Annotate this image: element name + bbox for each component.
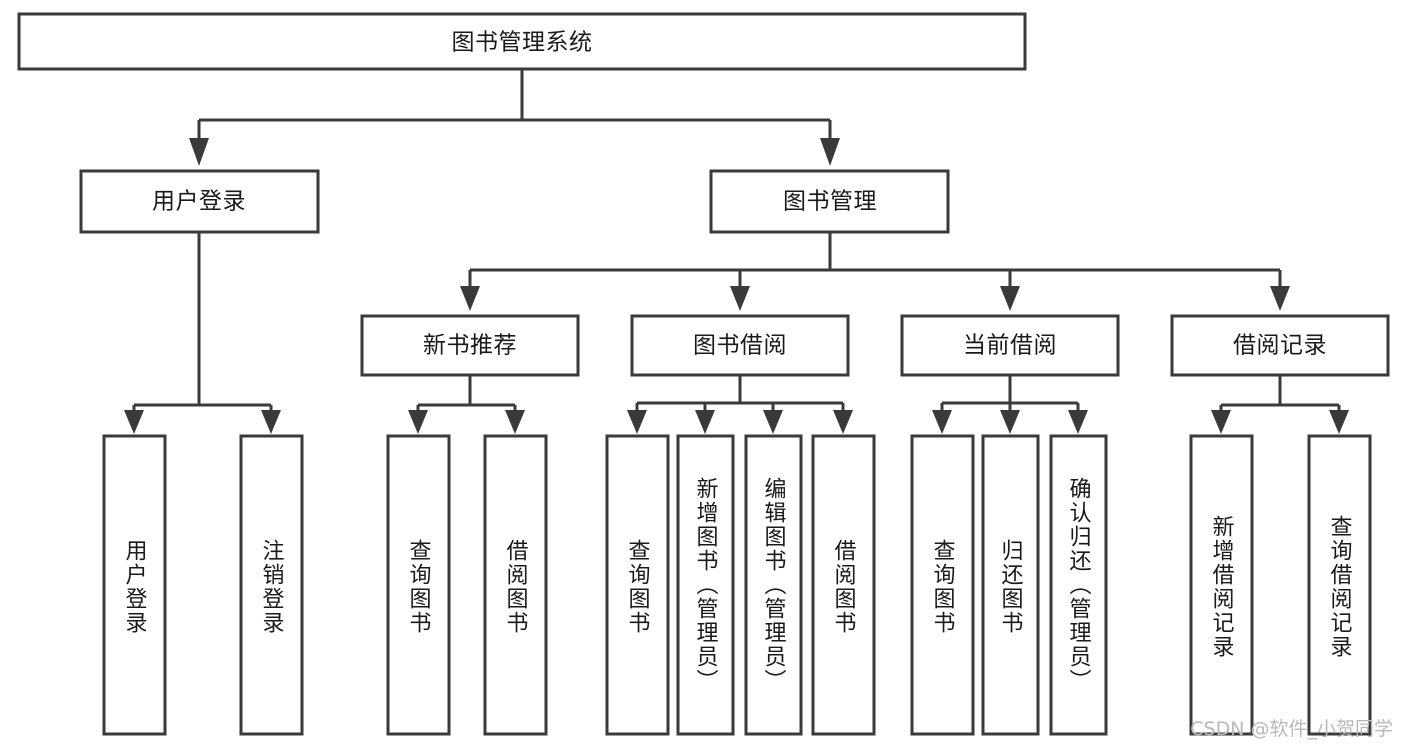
- leaf-br-query-record-label: 查询借阅记录: [1327, 515, 1353, 659]
- connector-group-book-manage: [460, 232, 1290, 311]
- node-new-book-recommend-box[interactable]: [360, 314, 580, 377]
- node-borrow-record-label: 借阅记录: [1233, 333, 1327, 359]
- arrow-head-leaf-bb-4: [833, 410, 853, 434]
- node-book-manage[interactable]: 图书管理: [709, 169, 950, 234]
- node-current-borrow[interactable]: 当前借阅: [900, 314, 1120, 377]
- arrow-head-user-login: [189, 138, 209, 166]
- leaf-node[interactable]: 查询图书: [910, 434, 975, 736]
- connector-group-new-book: [408, 375, 525, 434]
- node-root-label: 图书管理系统: [452, 30, 593, 56]
- leaf-node[interactable]: 确认归还（管理员）: [1049, 434, 1108, 736]
- leaf-br-add-record-label: 新增借阅记录: [1209, 515, 1235, 659]
- connector-group-current-borrow: [932, 375, 1088, 434]
- node-user-login-box[interactable]: [79, 169, 320, 234]
- leaf-node[interactable]: 借阅图书: [811, 434, 876, 736]
- node-book-manage-label: 图书管理: [783, 189, 877, 215]
- leaf-node[interactable]: 查询借阅记录: [1307, 434, 1372, 736]
- leaf-node[interactable]: 新增图书（管理员）: [676, 434, 735, 736]
- leaf-node[interactable]: 归还图书: [981, 434, 1040, 736]
- node-user-login-label: 用户登录: [152, 189, 246, 215]
- arrow-head-current-borrow: [1000, 286, 1020, 311]
- node-book-manage-box[interactable]: [709, 169, 950, 234]
- leaf-node[interactable]: 查询图书: [605, 434, 670, 736]
- leaf-node[interactable]: 新增借阅记录: [1189, 434, 1254, 736]
- arrow-head-leaf-br-2: [1329, 410, 1349, 434]
- arrow-head-leaf-bb-1: [627, 410, 647, 434]
- node-book-borrow-label: 图书借阅: [693, 333, 787, 359]
- leaf-node[interactable]: 用户登录: [102, 434, 167, 736]
- leaf-bb-edit-book-box[interactable]: [744, 434, 803, 736]
- node-user-login[interactable]: 用户登录: [79, 169, 320, 234]
- leaf-cb-return-book-box[interactable]: [981, 434, 1040, 736]
- leaf-cb-confirm-return-label: 确认归还（管理员）: [1066, 477, 1092, 693]
- arrow-head-leaf-cb-3: [1068, 410, 1088, 434]
- watermark-text: CSDN @软件_小贺同学: [1190, 718, 1393, 740]
- leaf-nb-query-book-box[interactable]: [386, 434, 451, 736]
- leaf-bb-borrow-book-box[interactable]: [811, 434, 876, 736]
- leaf-cb-confirm-return-box[interactable]: [1049, 434, 1108, 736]
- leaf-logout-box[interactable]: [239, 434, 304, 736]
- node-root-box[interactable]: [17, 12, 1027, 71]
- leaf-bb-query-book-label: 查询图书: [625, 539, 651, 635]
- arrow-head-leaf-nb-2: [505, 410, 525, 434]
- leaf-node[interactable]: 查询图书: [386, 434, 451, 736]
- arrow-head-leaf-ul-2: [261, 410, 281, 434]
- arrow-head-leaf-bb-2: [695, 410, 715, 434]
- node-book-borrow-box[interactable]: [630, 314, 850, 377]
- node-borrow-record[interactable]: 借阅记录: [1170, 314, 1390, 377]
- leaf-user-login-box[interactable]: [102, 434, 167, 736]
- leaf-nb-query-book-label: 查询图书: [406, 539, 432, 635]
- leaf-bb-add-book-label: 新增图书（管理员）: [693, 477, 719, 693]
- arrow-head-leaf-cb-1: [932, 410, 952, 434]
- arrow-head-borrow-record: [1270, 286, 1290, 311]
- arrow-head-leaf-ul-1: [124, 410, 144, 434]
- leaf-bb-query-book-box[interactable]: [605, 434, 670, 736]
- leaf-bb-borrow-book-label: 借阅图书: [831, 539, 857, 635]
- leaf-bb-add-book-box[interactable]: [676, 434, 735, 736]
- node-book-borrow[interactable]: 图书借阅: [630, 314, 850, 377]
- arrow-head-book-borrow: [730, 286, 750, 311]
- leaf-nb-borrow-book-label: 借阅图书: [503, 539, 529, 635]
- leaf-logout-label: 注销登录: [259, 539, 285, 635]
- leaf-cb-return-book-label: 归还图书: [998, 539, 1024, 635]
- arrow-head-leaf-cb-2: [1000, 410, 1020, 434]
- leaf-node[interactable]: 编辑图书（管理员）: [744, 434, 803, 736]
- node-current-borrow-label: 当前借阅: [963, 333, 1057, 359]
- node-new-book-recommend-label: 新书推荐: [423, 333, 517, 359]
- arrow-head-leaf-br-1: [1211, 410, 1231, 434]
- leaf-br-add-record-box[interactable]: [1189, 434, 1254, 736]
- leaf-cb-query-book-box[interactable]: [910, 434, 975, 736]
- leaf-user-login-label: 用户登录: [122, 539, 148, 635]
- connector-group-borrow-record: [1211, 375, 1349, 434]
- node-root[interactable]: 图书管理系统: [17, 12, 1027, 71]
- connector-group-user-login: [124, 232, 281, 434]
- node-borrow-record-box[interactable]: [1170, 314, 1390, 377]
- leaf-node[interactable]: 注销登录: [239, 434, 304, 736]
- leaf-nb-borrow-book-box[interactable]: [483, 434, 548, 736]
- arrow-head-leaf-nb-1: [408, 410, 428, 434]
- leaf-cb-query-book-label: 查询图书: [930, 539, 956, 635]
- leaf-br-query-record-box[interactable]: [1307, 434, 1372, 736]
- connector-group-book-borrow: [627, 375, 853, 434]
- leaf-bb-edit-book-label: 编辑图书（管理员）: [761, 477, 787, 693]
- node-current-borrow-box[interactable]: [900, 314, 1120, 377]
- arrow-head-book-manage: [820, 138, 840, 166]
- connector-group-root: [189, 69, 840, 166]
- arrow-head-new-book: [460, 286, 480, 311]
- leaf-node[interactable]: 借阅图书: [483, 434, 548, 736]
- arrow-head-leaf-bb-3: [763, 410, 783, 434]
- node-new-book-recommend[interactable]: 新书推荐: [360, 314, 580, 377]
